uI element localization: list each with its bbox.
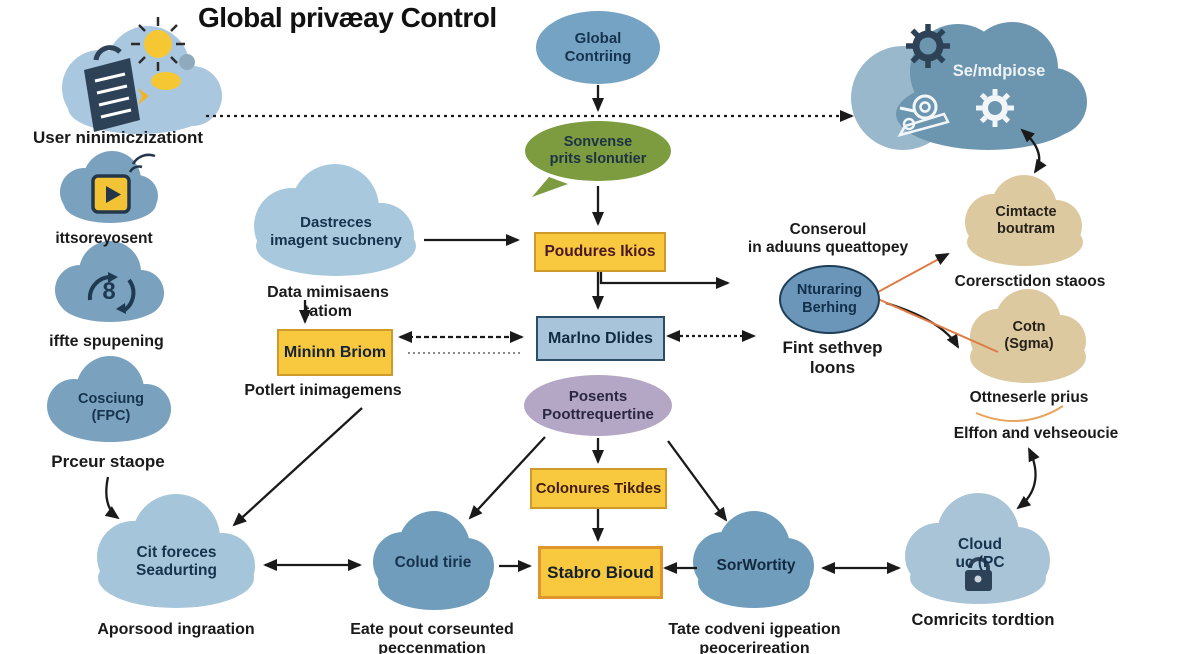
- tate-label: Tate codveni igpeation peocerireation: [668, 621, 841, 654]
- dastreces-cloud: [254, 164, 416, 276]
- eate-label: Eate pout corseunted peccenmation: [350, 621, 514, 654]
- lock-icon: [965, 557, 992, 591]
- arrow-posents-to-sorwortity: [667, 440, 728, 522]
- server-icon: [84, 45, 140, 132]
- cloud-uc-pc-text: Cloud uc (PC: [955, 536, 1005, 572]
- colonures-tikdes-box: Colonures Tikdes: [530, 468, 667, 509]
- cotn-cloud-text: Cotn (Sgma): [1004, 319, 1054, 353]
- arrow-mininn-to-cit: [232, 407, 363, 527]
- colud-tirie-cloud: [373, 511, 494, 610]
- orange-line-to-cotn: [877, 298, 999, 353]
- sun-icon: [131, 17, 195, 105]
- play-cloud-label: ittsoreyosent: [55, 230, 153, 247]
- cimtacte-cloud-text: Cimtacte boutram: [995, 204, 1057, 238]
- refresh-icon: 8: [87, 272, 136, 314]
- data-minimisation-label: Data mimisaens tatiom: [267, 284, 389, 320]
- se-mdpiose-label: Se/mdpiose: [952, 62, 1046, 80]
- elffon-label: Elffon and vehseoucie: [953, 425, 1119, 442]
- corersctidon-label: Corersctidon staoos: [954, 273, 1106, 290]
- curve-fpc-to-cit: [104, 476, 120, 520]
- curve-se-cimtacte-both: [1020, 128, 1047, 174]
- sonvense-speech-bubble: Sonvense prits slonutier: [525, 121, 671, 181]
- refresh-cloud-label: iffte spupening: [49, 333, 164, 350]
- dastreces-cloud-text: Dastreces imagent sucbneny: [270, 214, 402, 249]
- sorwortity-cloud-text: SorWortity: [716, 557, 796, 574]
- cotn-cloud: [970, 289, 1086, 383]
- potlert-label: Potlert inimagemens: [244, 382, 402, 399]
- cimtacte-cloud: [965, 175, 1083, 266]
- aporsood-label: Aporsood ingraation: [97, 621, 255, 638]
- curve-cotn-ucpc-both: [1016, 447, 1040, 510]
- user-minimization-label: User ninimiczizationt: [33, 128, 204, 147]
- posents-ellipse: Posents Poottrequertine: [524, 375, 672, 436]
- robot-scanner-icon: [897, 94, 950, 137]
- speech-bubble-tail: [532, 177, 568, 197]
- fint-label: Fint sethvep loons: [782, 338, 883, 378]
- sorwortity-cloud: [693, 511, 814, 608]
- arrow-poudures-branch-right: [599, 270, 730, 289]
- page-title: Global privæay Control: [198, 2, 497, 33]
- nturaring-berhing-ellipse: Nturaring Berhing: [779, 265, 880, 334]
- global-contriing-ellipse: Global Contriing: [536, 11, 660, 84]
- play-icon: [91, 153, 156, 214]
- cit-foreces-cloud: [97, 494, 255, 608]
- poudures-ikios-box: Poudures Ikios: [534, 232, 666, 272]
- refresh-icon-glyph: 8: [102, 278, 115, 305]
- fpc-label: Prceur staope: [51, 452, 165, 471]
- stabro-bioud-box: Stabro Bioud: [538, 546, 663, 599]
- cit-foreces-cloud-text: Cit foreces Seadurting: [136, 544, 217, 580]
- marlno-dlides-box: Marlno Dlides: [536, 316, 665, 361]
- orange-arc-ottneserle: [975, 405, 1064, 422]
- gear-dark-icon: [906, 24, 950, 68]
- conseroul-label: Conseroul in aduuns queattopey: [747, 221, 909, 257]
- fpc-cloud-text: Cosciung (FPC): [77, 391, 145, 425]
- orange-line-to-cimtacte: [877, 253, 950, 293]
- gear-white-icon: [976, 89, 1014, 127]
- comricits-label: Comricits tordtion: [911, 611, 1055, 629]
- ottneserle-label: Ottneserle prius: [969, 389, 1089, 406]
- se-mdpiose-cloud: [851, 22, 1087, 150]
- fpc-cloud: [47, 356, 171, 442]
- colud-tirie-cloud-text: Colud tirie: [394, 554, 472, 571]
- mininn-briom-box: Mininn Briom: [277, 329, 393, 376]
- arrow-posents-to-colud: [468, 436, 546, 520]
